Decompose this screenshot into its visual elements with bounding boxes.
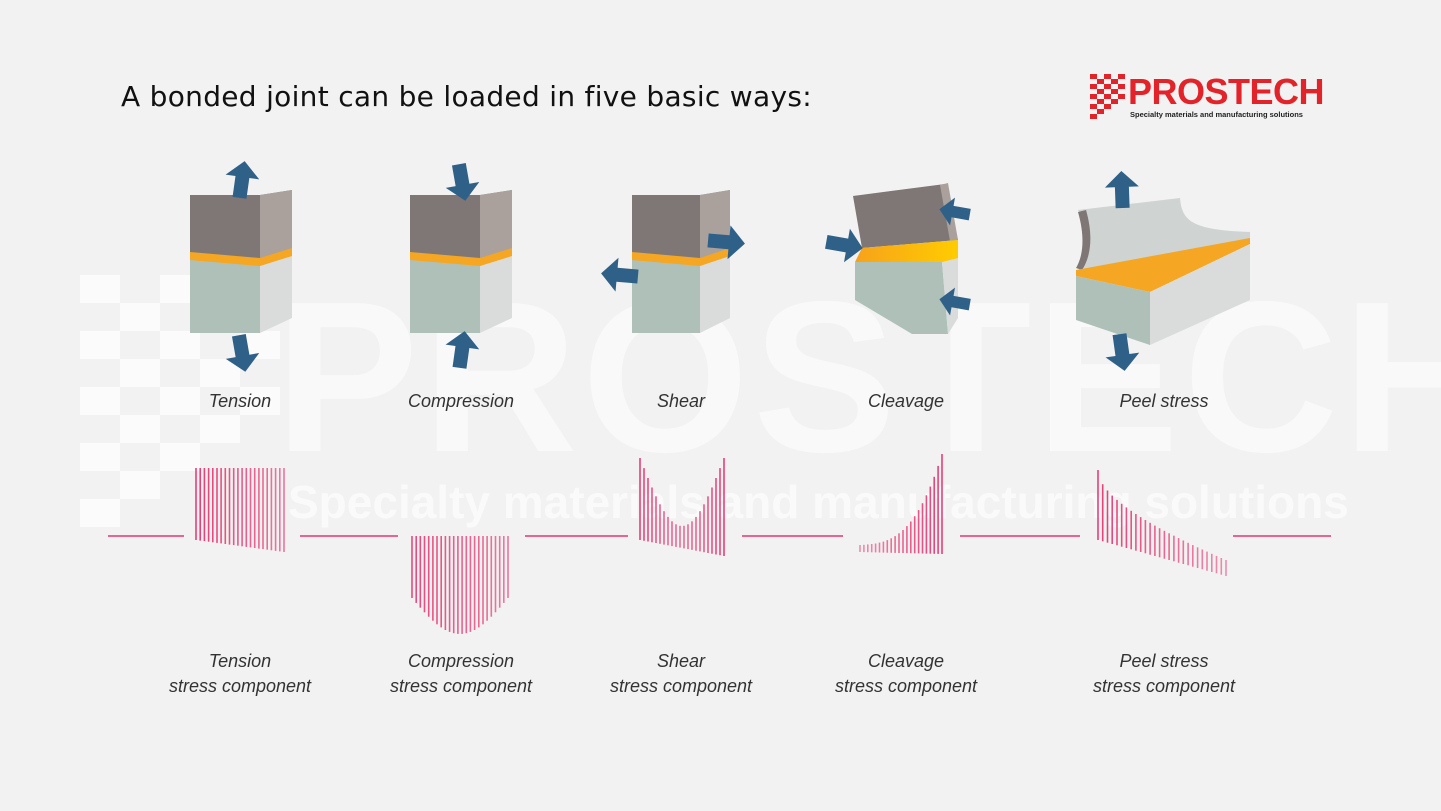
label-line2: stress component bbox=[389, 676, 533, 696]
label-compression: Compression bbox=[407, 391, 515, 411]
prostech-logo: PROSTECH Specialty materials and manufac… bbox=[1090, 72, 1340, 124]
watermark-tagline: Specialty materials and manufacturing so… bbox=[288, 476, 1349, 528]
label-tension: Tension bbox=[208, 391, 272, 411]
label-line1: Peel stress bbox=[1119, 651, 1209, 671]
label-cleavage-stress: Cleavage stress component bbox=[796, 649, 1016, 699]
label-line1: Cleavage bbox=[867, 651, 945, 671]
label-tension-stress: Tension stress component bbox=[130, 649, 350, 699]
label-line2: stress component bbox=[1092, 676, 1236, 696]
logo-tagline: Specialty materials and manufacturing so… bbox=[1130, 110, 1303, 119]
label-shear-stress: Shear stress component bbox=[571, 649, 791, 699]
label-peel-stress: Peel stress bbox=[1119, 391, 1209, 411]
label-line1: Tension bbox=[208, 651, 272, 671]
logo-wordmark: PROSTECH bbox=[1128, 71, 1325, 112]
label-shear: Shear bbox=[656, 391, 706, 411]
label-peel-stress-stress: Peel stress stress component bbox=[1054, 649, 1274, 699]
label-line1: Compression bbox=[407, 651, 515, 671]
page-title: A bonded joint can be loaded in five bas… bbox=[121, 80, 812, 113]
compression-joint bbox=[410, 161, 512, 371]
label-compression-stress: Compression stress component bbox=[351, 649, 571, 699]
logo-flag-icon bbox=[1090, 74, 1125, 119]
shear-joint bbox=[599, 190, 747, 333]
tension-joint bbox=[190, 158, 292, 375]
label-line2: stress component bbox=[609, 676, 753, 696]
label-line1: Shear bbox=[656, 651, 706, 671]
label-cleavage: Cleavage bbox=[867, 391, 945, 411]
peel-joint bbox=[1076, 170, 1250, 374]
label-line2: stress component bbox=[168, 676, 312, 696]
cleavage-joint bbox=[823, 183, 973, 334]
label-line2: stress component bbox=[834, 676, 978, 696]
